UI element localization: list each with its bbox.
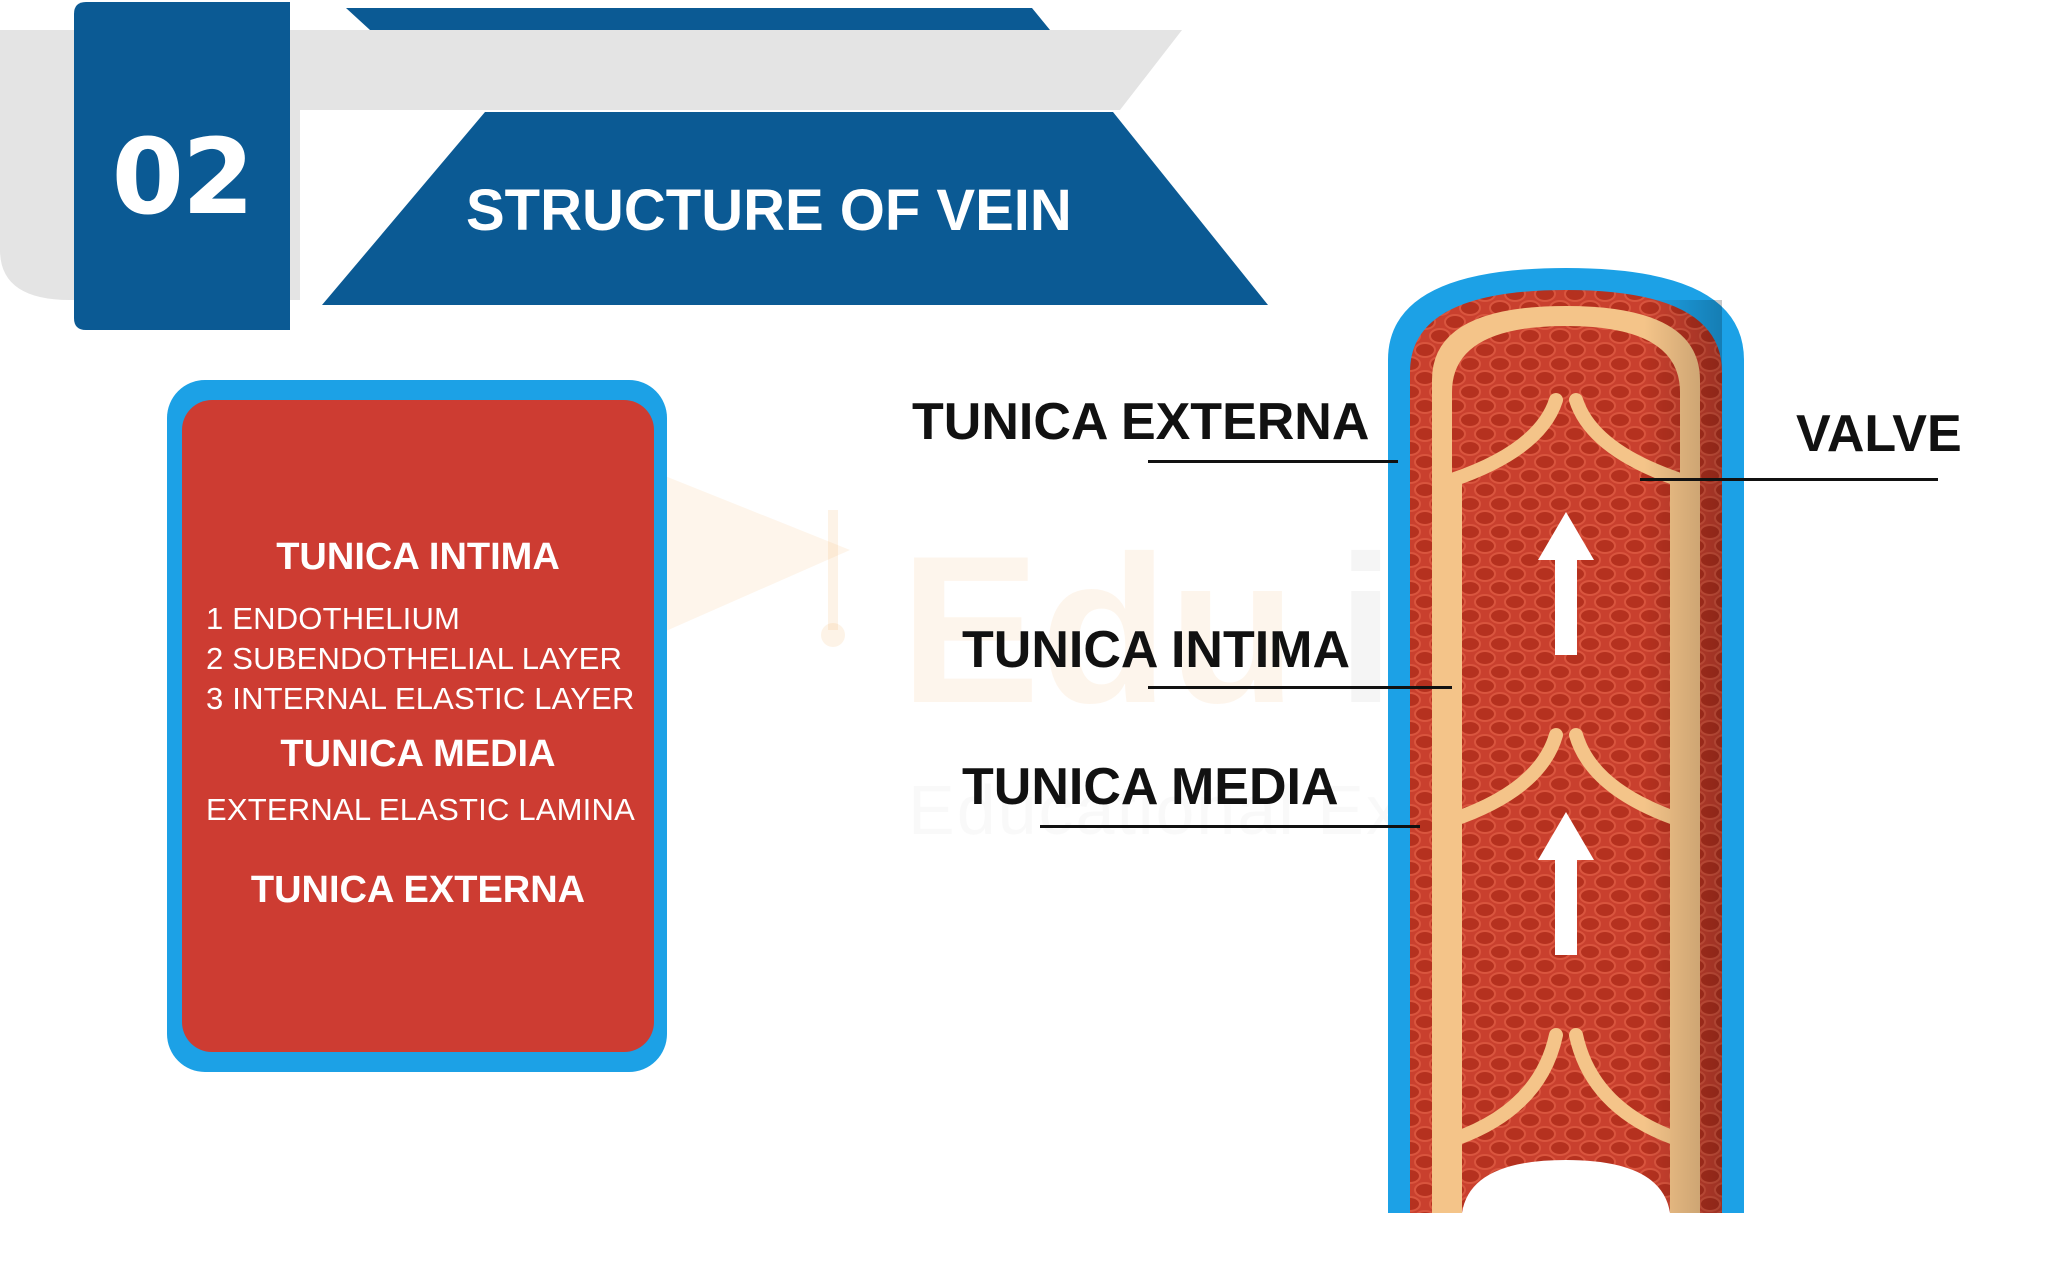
banner-grey-band — [0, 30, 1182, 300]
banner-title-ribbon — [322, 112, 1268, 305]
flow-arrow-lower-icon — [1538, 812, 1594, 955]
vein-shading — [1410, 300, 1722, 1213]
card-item-endothelium: 1 ENDOTHELIUM — [206, 601, 461, 636]
vein-open-end — [1462, 1160, 1670, 1213]
leader-tunica-externa — [1148, 460, 1398, 463]
label-valve: VALVE — [1796, 405, 1962, 463]
banner-top-strip — [346, 8, 1050, 30]
banner-number: 02 — [111, 116, 255, 238]
leader-valve — [1640, 478, 1938, 481]
watermark-logo-edu: Edu — [900, 512, 1297, 747]
card-heading-tunica-media: TUNICA MEDIA — [280, 733, 556, 775]
card-heading-tunica-externa: TUNICA EXTERNA — [250, 869, 586, 911]
label-tunica-media: TUNICA MEDIA — [962, 758, 1339, 816]
header-banner — [0, 2, 1268, 330]
leader-tunica-intima — [1148, 686, 1452, 689]
card-item-external-elastic-lamina: EXTERNAL ELASTIC LAMINA — [206, 792, 635, 827]
card-heading-tunica-intima: TUNICA INTIMA — [276, 536, 560, 578]
card-item-internal-elastic-layer: 3 INTERNAL ELASTIC LAYER — [206, 681, 635, 716]
label-tunica-intima: TUNICA INTIMA — [962, 621, 1351, 679]
banner-title: STRUCTURE OF VEIN — [466, 178, 1072, 243]
label-tunica-externa: TUNICA EXTERNA — [912, 393, 1370, 451]
card-item-subendothelial-layer: 2 SUBENDOTHELIAL LAYER — [206, 641, 623, 676]
leader-tunica-media — [1040, 825, 1420, 828]
banner-number-badge — [74, 2, 290, 330]
flow-arrow-upper-icon — [1538, 512, 1594, 655]
layer-card — [182, 400, 654, 1052]
